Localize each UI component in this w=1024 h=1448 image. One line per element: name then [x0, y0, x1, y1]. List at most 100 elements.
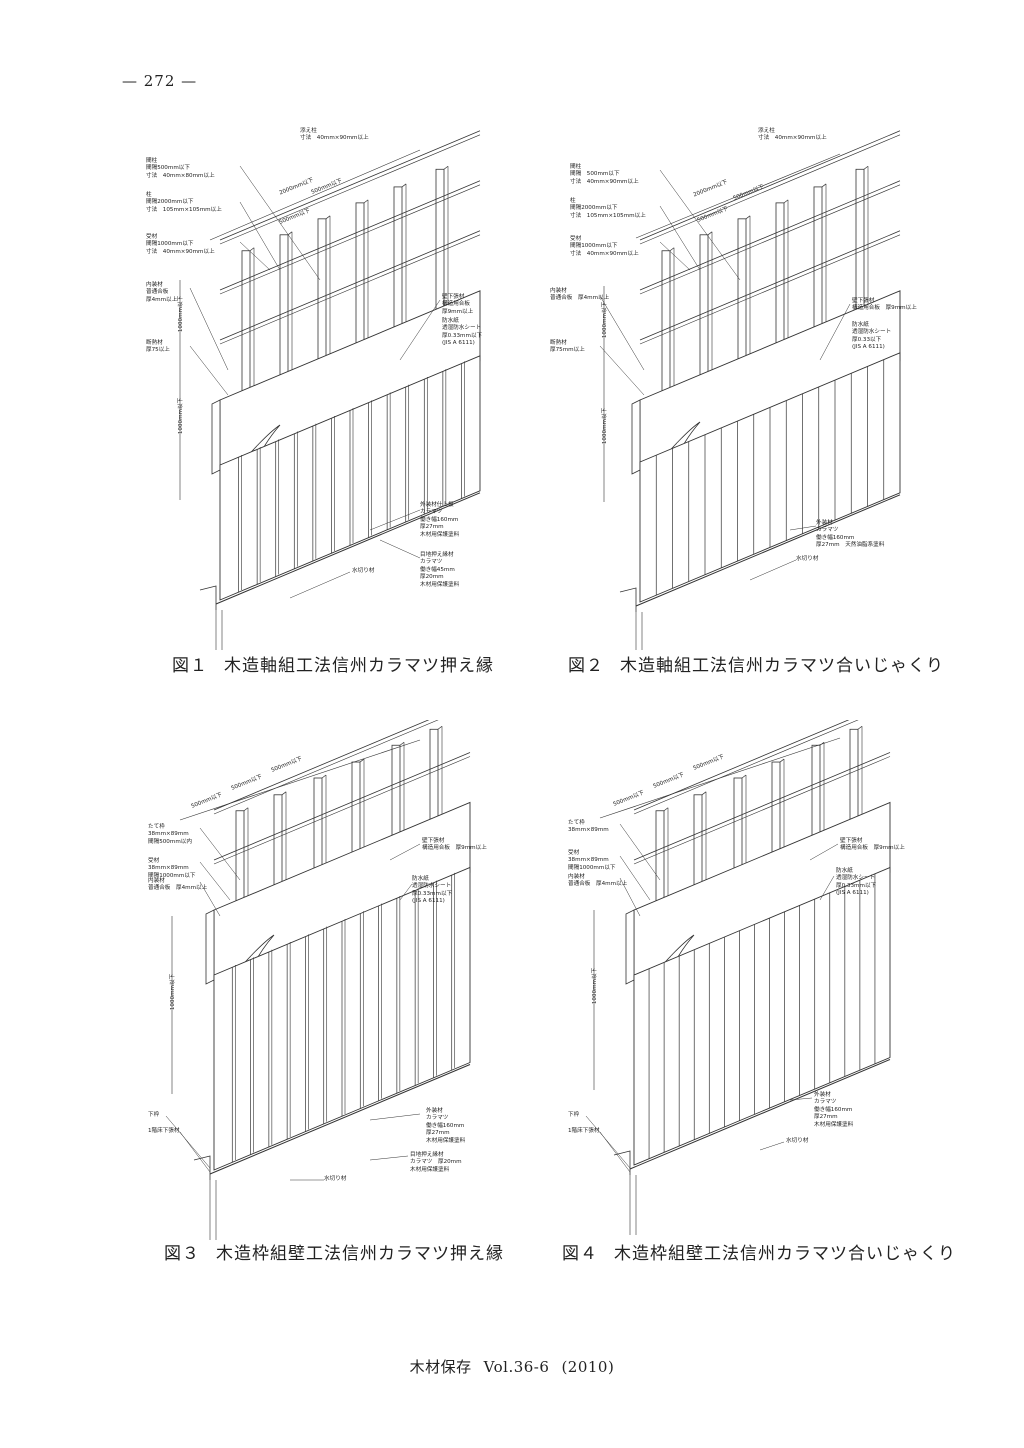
leader-line [369, 1113, 421, 1121]
rail [633, 720, 850, 811]
panel-edge [211, 399, 221, 475]
leader-line [819, 875, 835, 901]
leader-line [399, 299, 441, 361]
label-kabeshita: 壁下張材 構造用合板 厚9mm以上 [422, 838, 487, 852]
leader-line [789, 525, 817, 531]
page-number: — 272 — [122, 72, 198, 90]
caption-text: 木造枠組壁工法信州カラマツ合いじゃくり [614, 1244, 956, 1264]
stud [693, 794, 703, 894]
leader-line [599, 345, 645, 396]
stud-edge [707, 231, 713, 236]
water-drip [215, 492, 481, 605]
leader-line [619, 855, 651, 901]
stud [313, 777, 323, 877]
leader-line [199, 881, 221, 917]
stud-edge [857, 726, 863, 730]
stud-edge [863, 165, 869, 170]
panel-edge [625, 909, 635, 985]
label-tatewaku: たて枠 38mm×89mm 間隔500mm以内 [148, 824, 192, 845]
label-kabeshita: 壁下張材 構造用合板 厚9mm以上 [442, 294, 474, 315]
stud [771, 761, 781, 861]
rail-edge [219, 234, 481, 345]
label-gaiso: 外装材仕上板 カラマツ 働き幅160mm 厚27mm 木材用保護塗料 [420, 502, 460, 538]
stud [661, 250, 671, 400]
stud [855, 168, 865, 318]
leader-line [199, 861, 231, 901]
stud [811, 744, 821, 844]
caption-text: 木造軸組工法信州カラマツ合いじゃくり [620, 656, 944, 676]
stud-edge [663, 807, 669, 812]
rail-edge [639, 134, 901, 245]
leader-line [619, 823, 661, 881]
label-gaiso: 外装材 カラマツ 働き幅160mm 厚27mm 木材用保護塗料 [426, 1108, 466, 1144]
rail [639, 180, 901, 291]
figure-2-drawing [599, 130, 901, 650]
stud-edge [281, 791, 287, 796]
label-hashira: 柱 間隔2000mm以下 寸法 105mm×105mm以上 [146, 192, 222, 213]
dim-1000-lower: 1000mm以下 [602, 407, 609, 445]
leader-line [759, 1141, 785, 1151]
rail-edge [219, 134, 481, 245]
rail-edge [633, 720, 859, 815]
figure-4-drawing [585, 720, 891, 1235]
dim-1000: 1000mm以下 [592, 967, 599, 1005]
rail-edge [219, 184, 481, 295]
leader-line [659, 205, 701, 271]
label-kabeshita: 壁下張材 構造用合板 厚9mm以上 [840, 838, 905, 852]
leader-line [239, 165, 321, 281]
label-hashira: 柱 間隔2000mm以下 寸法 105mm×105mm以上 [570, 198, 646, 219]
dimension-line [179, 739, 421, 821]
stud-edge [745, 215, 751, 220]
stud [235, 810, 245, 910]
stud [655, 810, 665, 910]
leader-line [659, 169, 741, 281]
stud [813, 186, 823, 336]
stud-edge [359, 758, 365, 763]
panel-edge [205, 909, 215, 985]
stud [391, 744, 401, 844]
water-drip [629, 1059, 891, 1170]
journal-year: (2010) [561, 1358, 615, 1376]
stud-edge [401, 183, 407, 188]
rail [219, 180, 481, 291]
leader-line [619, 877, 641, 917]
stud-edge [321, 774, 327, 779]
stud [429, 728, 439, 828]
leader-line [165, 1115, 211, 1169]
panel-edge [631, 399, 641, 475]
stud [355, 202, 365, 352]
caption-text: 木造枠組壁工法信州カラマツ押え縁 [216, 1244, 504, 1264]
label-ukezai: 受材 38mm×89mm 間隔1000mm以下 [568, 850, 616, 871]
label-mejioshi: 目地押え縁材 カラマツ 厚20mm 木材用保護塗料 [410, 1152, 462, 1173]
dimension-line [635, 153, 841, 239]
rail-edge [639, 234, 901, 345]
water-drip [635, 494, 901, 607]
stud [393, 186, 403, 336]
label-ukezai: 受材 間隔1000mm以下 寸法 40mm×90mm以上 [570, 236, 639, 257]
caption-number: 図２ [568, 656, 604, 676]
dim-1000-upper: 1000mm以下 [602, 301, 609, 339]
stud-edge [287, 231, 293, 236]
leader-line [239, 201, 281, 271]
stud [775, 202, 785, 352]
stud-edge [741, 774, 747, 779]
stud-edge [399, 741, 405, 746]
stud [737, 218, 747, 368]
label-ukezai: 受材 間隔1000mm以下 寸法 40mm×90mm以上 [146, 234, 215, 255]
leader-line [379, 539, 421, 559]
label-bousui: 防水紙 透湿防水シート 厚0.33mm以下 (JIS A 6111) [442, 318, 483, 347]
leader-line [189, 345, 229, 396]
label-naiso: 内装材 普通合板 厚4mm以上 [146, 282, 178, 303]
stud-edge [779, 758, 785, 763]
figure-3-2x4-batten: たて枠 38mm×89mm 間隔500mm以内 受材 38mm×89mm 間隔1… [120, 720, 520, 1260]
stud [699, 234, 709, 384]
leader-line [789, 1097, 813, 1101]
label-naiso: 内装材 普通合板 厚4mm以上 [148, 878, 208, 892]
dim-1000-lower: 1000mm以下 [178, 397, 185, 435]
leader-line [369, 1155, 409, 1161]
rail-edge [633, 756, 891, 865]
leader-line [749, 559, 797, 581]
leader-line [599, 1131, 631, 1173]
stud [273, 794, 283, 894]
